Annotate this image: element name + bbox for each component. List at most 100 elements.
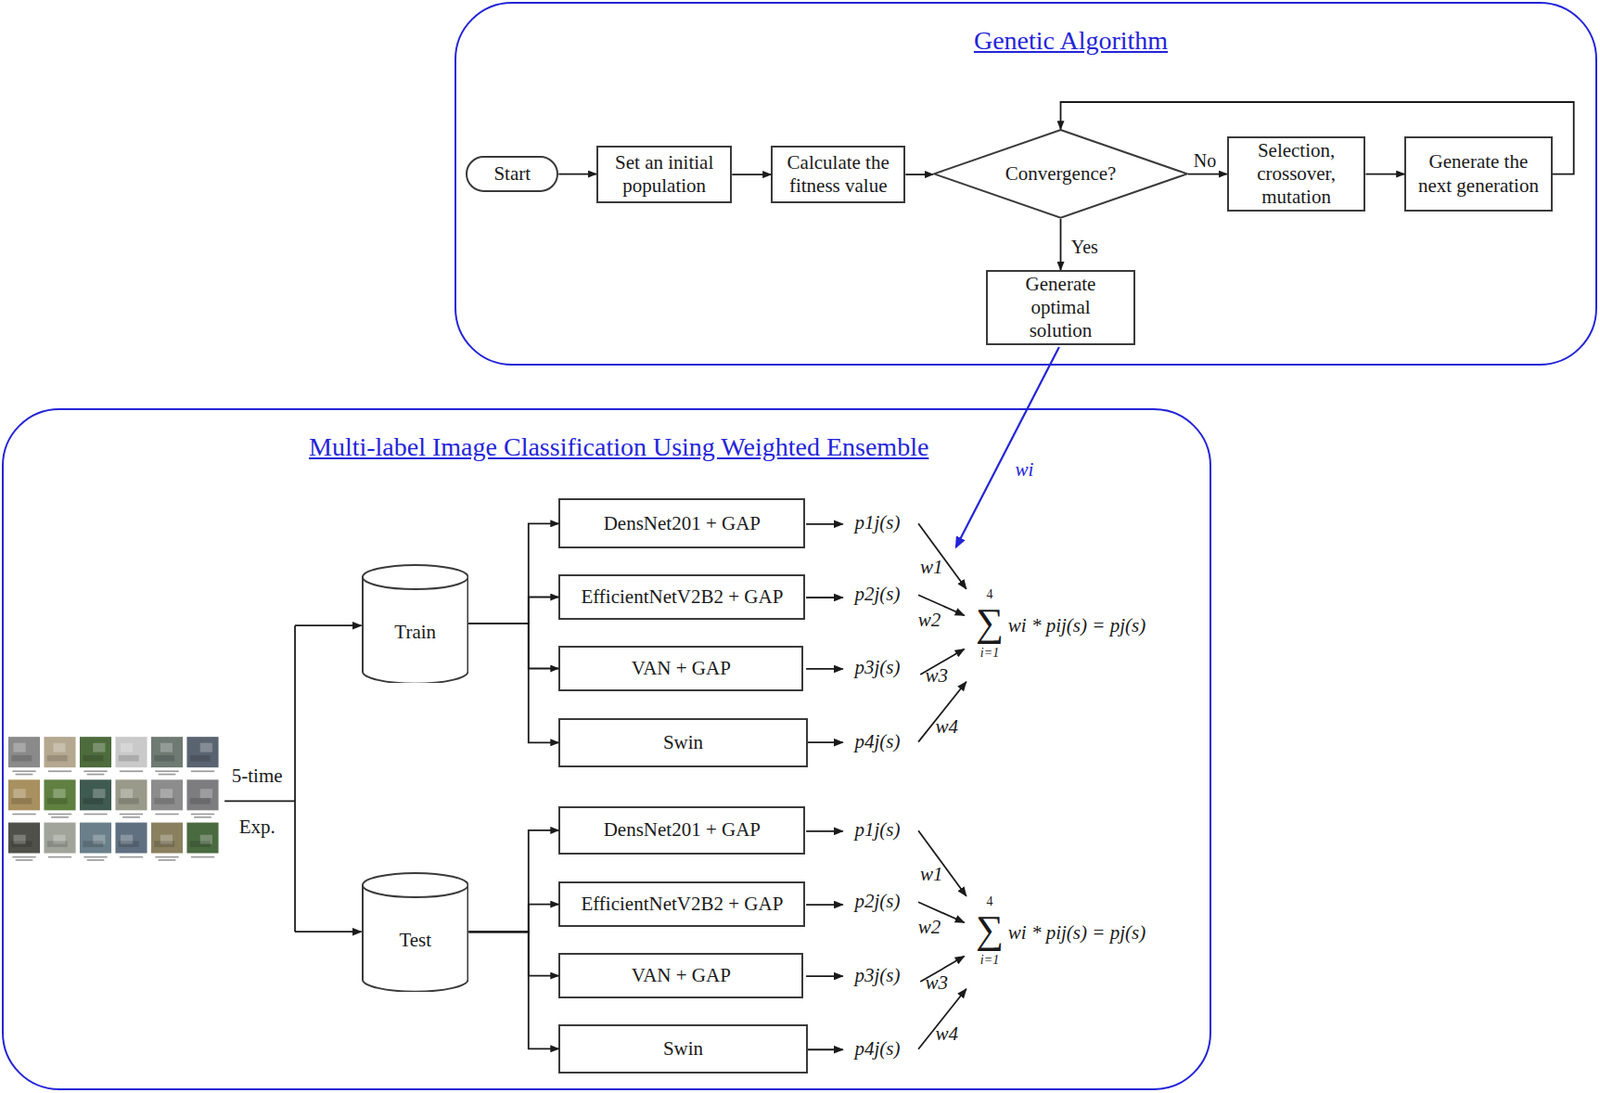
cylinder-top	[362, 872, 469, 897]
node-label: Convergence?	[1005, 162, 1117, 186]
cylinder-top	[362, 564, 469, 589]
node-label: Train	[394, 620, 436, 644]
weight-line	[918, 681, 967, 743]
math-label: w3	[925, 972, 949, 993]
dataset-wire	[224, 625, 295, 932]
node-label: Swin	[663, 1036, 704, 1061]
math-label: p4j(s)	[855, 730, 901, 751]
process-box: EfficientNetV2B2 + GAP	[558, 574, 806, 621]
node-label: EfficientNetV2B2 + GAP	[580, 585, 783, 609]
flow-arrow	[469, 623, 560, 743]
math-label: w3	[925, 665, 949, 686]
process-box: Swin	[558, 1024, 807, 1074]
panel-title: Multi-label Image Classification Using W…	[308, 432, 929, 462]
thumbnail-detail	[82, 840, 103, 847]
node-label: Set an initial population	[603, 151, 725, 198]
math-label: p2j(s)	[855, 584, 901, 604]
diamond-shape	[934, 129, 1188, 218]
flow-arrow	[731, 173, 771, 176]
flow-arrow	[469, 597, 560, 625]
note-text: Exp.	[239, 817, 276, 837]
caption-mark	[87, 773, 105, 776]
math-label: w4	[935, 716, 960, 737]
math-label: w2	[918, 916, 942, 936]
group-panel: Genetic AlgorithmStartSet an initial pop…	[454, 1, 1598, 366]
thumbnail	[43, 779, 76, 810]
caption-mark	[154, 856, 179, 858]
thumbnail-detail	[153, 840, 175, 847]
caption-mark	[158, 858, 177, 861]
math-label: wi	[1014, 460, 1034, 480]
process-box: DensNet201 + GAP	[558, 498, 806, 549]
process-box: Swin	[558, 717, 807, 768]
thumbnail-detail	[47, 840, 68, 847]
thumbnail-detail	[82, 755, 103, 762]
caption-mark	[15, 858, 34, 861]
edge-label: No	[1193, 151, 1216, 170]
caption-mark	[48, 813, 72, 816]
math-label: p3j(s)	[855, 964, 901, 985]
thumbnail-detail	[118, 840, 140, 847]
thumbnail-detail	[12, 742, 26, 753]
thumbnail-detail	[160, 788, 173, 798]
caption-mark	[48, 856, 72, 858]
thumbnail-detail	[190, 840, 211, 847]
thumbnail	[79, 736, 112, 768]
thumbnail	[8, 822, 40, 854]
thumbnail	[43, 822, 76, 854]
thumbnail	[186, 822, 218, 854]
process-box: EfficientNetV2B2 + GAP	[558, 881, 806, 928]
node-label: VAN + GAP	[631, 656, 731, 680]
thumbnail-detail	[153, 755, 175, 762]
math-label: p2j(s)	[855, 891, 901, 911]
thumbnail-detail	[52, 788, 65, 798]
caption-mark	[119, 813, 143, 816]
thumbnail	[8, 779, 40, 810]
output-arrow	[806, 830, 844, 832]
math-label: p3j(s)	[855, 657, 901, 678]
caption-mark	[12, 813, 36, 816]
math-label: p1j(s)	[855, 512, 901, 533]
thumbnail-detail	[82, 797, 103, 805]
image-grid	[8, 736, 219, 861]
node-label: Selection, crossover, mutation	[1234, 139, 1359, 210]
thumbnail	[115, 822, 147, 854]
math-label: w2	[918, 609, 942, 629]
cylinder-body	[362, 883, 469, 992]
caption-mark	[12, 769, 36, 772]
thumbnail-detail	[200, 788, 213, 798]
thumbnail	[79, 822, 112, 854]
process-box: VAN + GAP	[558, 645, 804, 692]
node-label: Start	[493, 162, 531, 186]
output-arrow	[806, 596, 844, 599]
flow-arrow	[469, 931, 560, 1049]
flow-arrow	[469, 931, 560, 975]
weight-arrow	[956, 346, 1060, 548]
caption-mark	[83, 856, 107, 858]
decision-diamond: Convergence?	[933, 128, 1189, 219]
edge-label: Yes	[1071, 237, 1099, 256]
caption-mark	[191, 769, 215, 772]
thumbnail-detail	[92, 742, 105, 753]
caption-mark	[15, 773, 34, 776]
dataset-cylinder: Train	[361, 563, 470, 684]
thumbnail-detail	[11, 840, 32, 847]
math-label: w4	[935, 1024, 960, 1044]
thumbnail-detail	[200, 742, 213, 753]
math-label: ∑	[975, 602, 1004, 642]
math-label: 4	[986, 895, 994, 909]
node-label: EfficientNetV2B2 + GAP	[580, 892, 783, 916]
flow-arrow	[1365, 173, 1405, 176]
start-terminal: Start	[465, 155, 559, 193]
weight-line	[918, 830, 967, 896]
flow-arrow	[1061, 102, 1575, 175]
thumbnail-detail	[120, 788, 133, 798]
caption-mark	[122, 816, 141, 819]
thumbnail	[151, 736, 183, 768]
group-panel: Multi-label Image Classification Using W…	[1, 408, 1212, 1090]
process-box: DensNet201 + GAP	[558, 806, 806, 856]
caption-mark	[154, 813, 179, 816]
flow-arrow	[469, 623, 560, 668]
caption-mark	[191, 813, 215, 816]
